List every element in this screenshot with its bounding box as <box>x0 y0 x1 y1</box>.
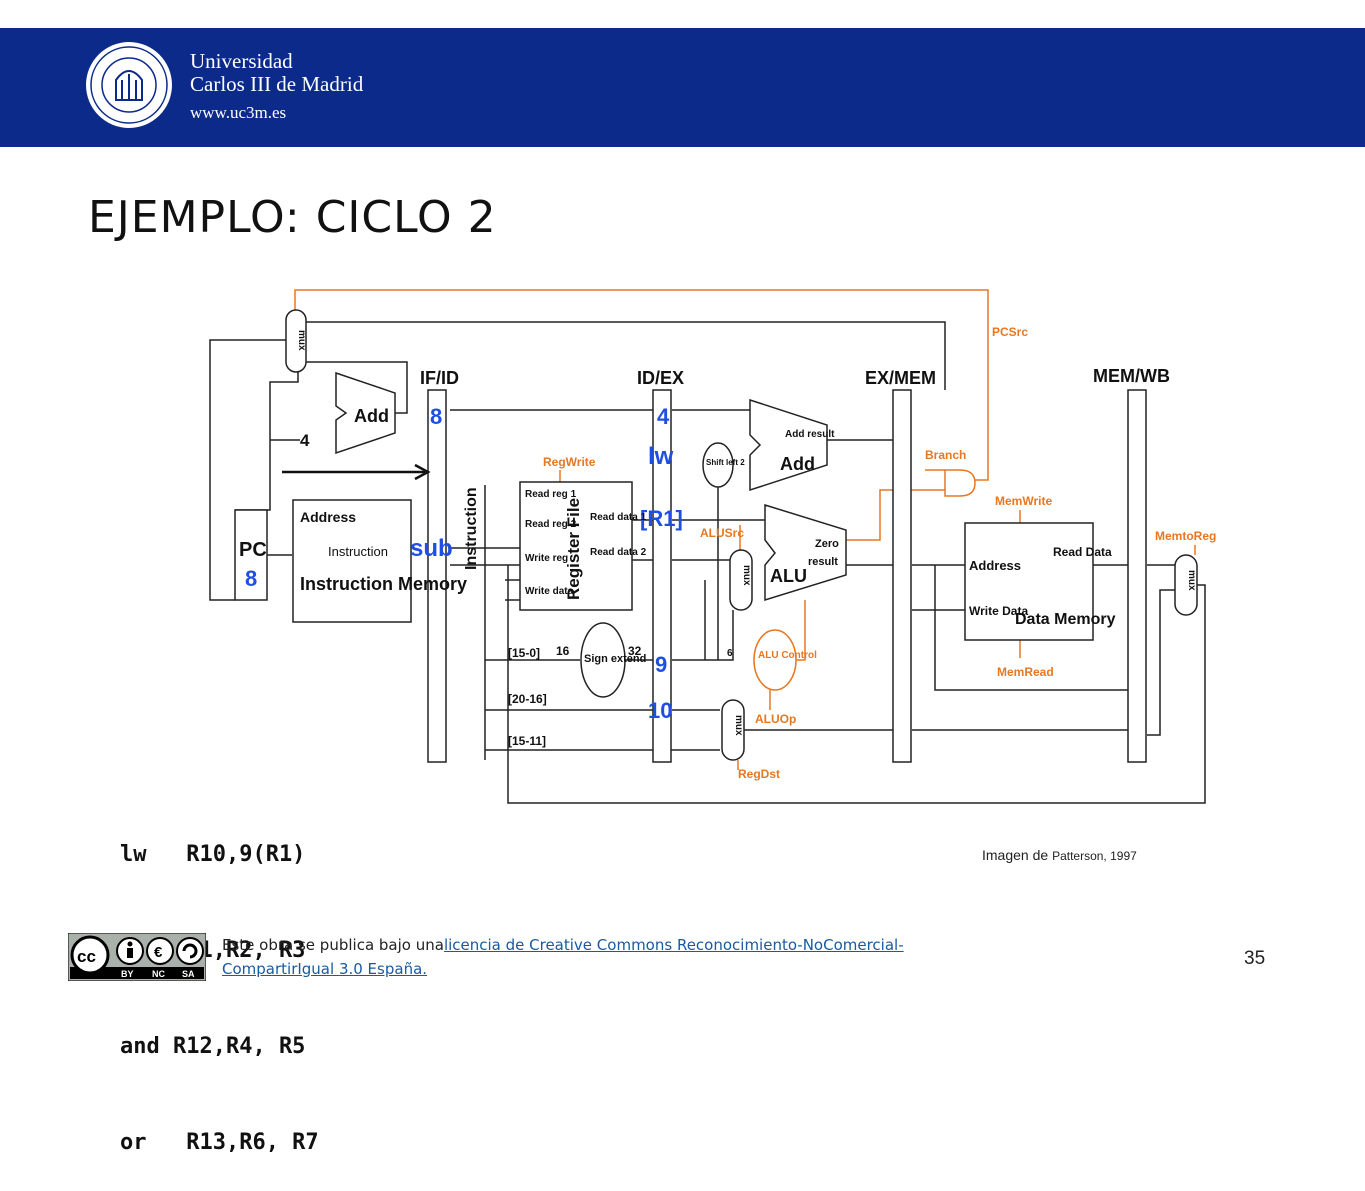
signal-alusrc: ALUSrc <box>700 526 744 540</box>
badge-by: BY <box>121 969 134 979</box>
dm-title: Data Memory <box>1015 611 1116 628</box>
im-title: Instruction Memory <box>300 574 467 594</box>
rf-out-read1: Read data 1 <box>590 512 647 523</box>
im-instruction-port: Instruction <box>328 544 388 559</box>
idex-value-reg: [R1] <box>640 506 683 531</box>
badge-sa: SA <box>182 969 195 979</box>
rf-port-write-reg: Write reg <box>525 553 568 564</box>
idex-value-op: lw <box>648 443 674 470</box>
alu-control-label: ALU Control <box>758 650 817 661</box>
rf-out-read2: Read data 2 <box>590 547 647 558</box>
bits-15-0: [15-0] <box>508 646 540 660</box>
university-line2: Carlos III de Madrid <box>190 72 364 96</box>
constant-four: 4 <box>300 431 310 450</box>
svg-text:cc: cc <box>77 947 96 966</box>
pc-value: 8 <box>245 566 257 591</box>
image-credit: Imagen de Patterson, 1997 <box>982 847 1137 863</box>
size-6: 6 <box>727 648 733 659</box>
code-line: lw R10,9(R1) <box>120 842 306 867</box>
memtoreg-mux-label: mux <box>1186 570 1197 591</box>
if-add-label: Add <box>354 406 389 426</box>
signal-regdst: RegDst <box>738 767 780 781</box>
alu-zero: Zero <box>815 538 839 550</box>
code-listing: lw R10,9(R1) sub R11,R2, R3 and R12,R4, … <box>120 775 319 1191</box>
idex-value-dest: 10 <box>648 698 672 723</box>
stage-label-memwb: MEM/WB <box>1093 366 1170 386</box>
rf-port-read2: Read reg 2 <box>525 519 577 530</box>
pc-mux-label: mux <box>296 330 307 351</box>
stage-label-ifid: IF/ID <box>420 368 459 388</box>
instruction-vertical-label: Instruction <box>463 487 480 570</box>
header-bar <box>0 28 1365 147</box>
idex-value-imm: 9 <box>655 652 667 677</box>
rf-port-read1: Read reg 1 <box>525 489 577 500</box>
sign-extend-label: Sign extend <box>584 653 646 665</box>
signal-branch: Branch <box>925 448 966 462</box>
university-url[interactable]: www.uc3m.es <box>190 103 287 122</box>
signal-aluop: ALUOp <box>755 712 796 726</box>
license-notice: Este obra se publica bajo unalicencia de… <box>222 933 922 981</box>
shift-left-label: Shift left 2 <box>706 458 745 467</box>
bits-15-11: [15-11] <box>508 734 546 748</box>
university-seal-icon <box>86 42 172 128</box>
badge-nc: NC <box>152 969 165 979</box>
idex-value-pc: 4 <box>657 404 670 429</box>
ex-add-label: Add <box>780 454 815 474</box>
rf-port-write-data: Write data <box>525 586 574 597</box>
license-link[interactable]: licencia de Creative Commons Reconocimie… <box>222 936 904 978</box>
size-16: 16 <box>556 644 570 658</box>
size-32: 32 <box>628 644 642 658</box>
credit-prefix: Imagen de <box>982 847 1049 863</box>
credit-source: Patterson, 1997 <box>1052 849 1137 863</box>
code-line: and R12,R4, R5 <box>120 1034 306 1059</box>
regdst-mux-label: mux <box>733 715 744 736</box>
slide-title: EJEMPLO: CICLO 2 <box>88 192 497 243</box>
code-line: or R13,R6, R7 <box>120 1130 319 1155</box>
signal-memtoreg: MemtoReg <box>1155 529 1216 543</box>
im-address-label: Address <box>300 509 356 525</box>
signal-memread: MemRead <box>997 665 1054 679</box>
university-name: Universidad Carlos III de Madrid <box>190 50 363 96</box>
dm-address: Address <box>969 558 1021 573</box>
pipeline-diagram: IF/ID ID/EX EX/MEM MEM/WB PC 8 Add 4 Add… <box>209 289 1216 804</box>
bits-20-16: [20-16] <box>508 692 547 706</box>
signal-regwrite: RegWrite <box>543 455 596 469</box>
rf-title: Register File <box>564 498 583 600</box>
svg-text:€: € <box>154 944 163 961</box>
dm-read-data: Read Data <box>1053 545 1112 559</box>
alusrc-mux-label: mux <box>741 565 752 586</box>
signal-pcsrc: PCSrc <box>992 325 1028 339</box>
creative-commons-badge-icon: cc € BY NC SA <box>68 933 206 981</box>
alu-label: ALU <box>770 566 807 586</box>
stage-label-exmem: EX/MEM <box>865 368 936 388</box>
license-text: Este obra se publica bajo una <box>222 936 444 954</box>
signal-memwrite: MemWrite <box>995 494 1052 508</box>
pc-label: PC <box>239 539 267 561</box>
ifid-pc-value: 8 <box>430 404 442 429</box>
ex-add-result: Add result <box>785 429 835 440</box>
dm-write-data: Write Data <box>969 604 1028 618</box>
ifid-instruction: sub <box>410 535 453 562</box>
page-number: 35 <box>1244 948 1266 969</box>
stage-label-idex: ID/EX <box>637 368 684 388</box>
university-line1: Universidad <box>190 49 293 73</box>
alu-result: result <box>808 556 838 568</box>
